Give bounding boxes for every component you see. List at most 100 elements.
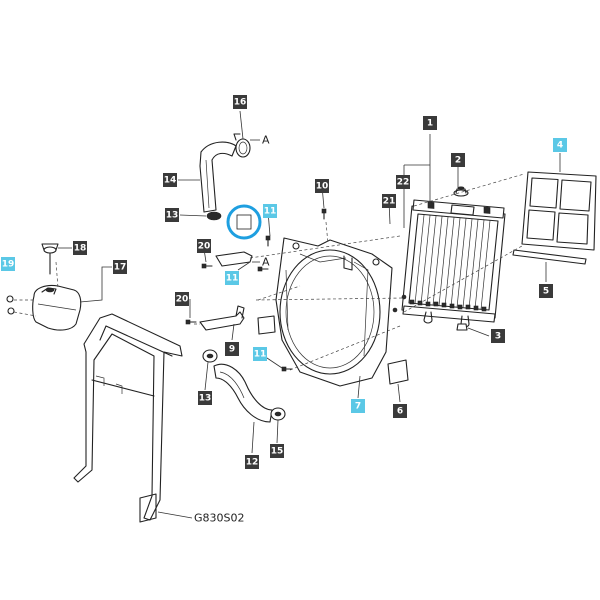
- connection-marker-label: A: [262, 134, 270, 147]
- callout-badge: [451, 153, 465, 167]
- callout-number: 13: [199, 394, 212, 404]
- callout-badge: [225, 271, 239, 285]
- callout-1: 1: [423, 116, 437, 130]
- hose-clamp-part: [270, 407, 286, 421]
- callout-badge: [253, 347, 267, 361]
- connection-marker-upper: A: [262, 134, 270, 147]
- callout-badge: [165, 208, 179, 222]
- expansion-tank-part: [32, 284, 82, 331]
- callout-badge: [393, 404, 407, 418]
- callout-badge: [175, 292, 189, 306]
- callout-badge: [233, 95, 247, 109]
- callout-number: 19: [2, 260, 15, 270]
- callout-4: 4: [553, 138, 567, 152]
- callout-number: 7: [355, 402, 361, 412]
- callout-badge: [553, 138, 567, 152]
- callout-7: 7: [351, 399, 365, 413]
- reference-code: G830S02: [194, 512, 245, 525]
- callout-number: 18: [74, 244, 87, 254]
- callout-number: 10: [316, 182, 329, 192]
- callout-badge: [423, 116, 437, 130]
- callout-10: 10: [315, 179, 329, 193]
- callout-number: 3: [495, 332, 501, 342]
- callout-number: 2: [455, 156, 461, 166]
- callout-3: 3: [491, 329, 505, 343]
- level-sensor-part: [41, 243, 59, 275]
- callout-badge: [113, 260, 127, 274]
- callout-badge: [315, 179, 329, 193]
- callout-12: 12: [245, 455, 259, 469]
- callout-18: 18: [73, 241, 87, 255]
- callout-number: 11: [264, 207, 277, 217]
- support-frame-part: [73, 313, 183, 523]
- callout-badge: [236, 214, 252, 230]
- callout-badge: [491, 329, 505, 343]
- upper-bracket-part: [215, 251, 253, 267]
- callout-5: 5: [539, 284, 553, 298]
- callout-number: 9: [229, 345, 235, 355]
- foam-pad-part: [257, 315, 409, 385]
- callout-number: 5: [543, 287, 549, 297]
- callout-badge: [351, 399, 365, 413]
- callout-number: 22: [397, 178, 410, 188]
- fan-shroud-part: [275, 237, 393, 387]
- callout-number: 11: [254, 350, 267, 360]
- callout-9: 9: [225, 342, 239, 356]
- callout-13: 13: [198, 391, 212, 405]
- lower-hose-part: [213, 363, 273, 423]
- radiator-cap-part: [453, 186, 469, 197]
- seal-strip-part: [512, 249, 587, 265]
- callout-badge: [197, 239, 211, 253]
- connection-marker-label: A: [262, 256, 270, 269]
- callout-number: 20: [198, 242, 211, 252]
- callout-number: 21: [383, 197, 396, 207]
- callout-16: 16: [233, 95, 247, 109]
- callout-11: 11: [253, 347, 267, 361]
- callout-2: 2: [451, 153, 465, 167]
- callout-list: 1234567891011111112131314151617181920202…: [1, 95, 567, 469]
- callout-13: 13: [165, 208, 179, 222]
- callout-6: 6: [393, 404, 407, 418]
- hose-clamp-part: [206, 211, 222, 221]
- callout-number: 4: [557, 141, 563, 151]
- callout-badge: [539, 284, 553, 298]
- callout-22: 22: [396, 175, 410, 189]
- callout-badge: [163, 173, 177, 187]
- callout-badge: [225, 342, 239, 356]
- callout-11: 11: [225, 271, 239, 285]
- callout-15: 15: [270, 444, 284, 458]
- fastener-part: [6, 208, 468, 372]
- alignment-lines: [13, 173, 525, 371]
- callout-number: 12: [246, 458, 259, 468]
- screen-frame-part: [521, 171, 597, 251]
- leader-lines: [58, 110, 561, 519]
- callout-number: 11: [226, 274, 239, 284]
- callout-badge: [1, 257, 15, 271]
- callout-badge: [263, 204, 277, 218]
- callout-badge: [245, 455, 259, 469]
- connection-marker-lower: A: [262, 256, 270, 269]
- hose-clamp-part: [233, 133, 251, 158]
- callout-11: 11: [263, 204, 277, 218]
- callout-17: 17: [113, 260, 127, 274]
- callout-badge: [198, 391, 212, 405]
- bracket-part: [199, 305, 245, 331]
- callout-19: 19: [1, 257, 15, 271]
- callout-number: 20: [176, 295, 189, 305]
- callout-number: 13: [166, 211, 179, 221]
- callout-badge: [270, 444, 284, 458]
- callout-number: 17: [114, 263, 127, 273]
- callout-8: 8: [236, 214, 252, 230]
- callout-20: 20: [197, 239, 211, 253]
- callout-number: 1: [427, 119, 433, 129]
- hose-clamp-part: [202, 349, 218, 363]
- callout-number: 14: [164, 176, 177, 186]
- callout-14: 14: [163, 173, 177, 187]
- callout-number: 16: [234, 98, 247, 108]
- callout-number: 8: [241, 218, 247, 228]
- upper-hose-part: [199, 141, 237, 213]
- focus-ring: [226, 204, 262, 240]
- callout-badge: [73, 241, 87, 255]
- callout-badge: [396, 175, 410, 189]
